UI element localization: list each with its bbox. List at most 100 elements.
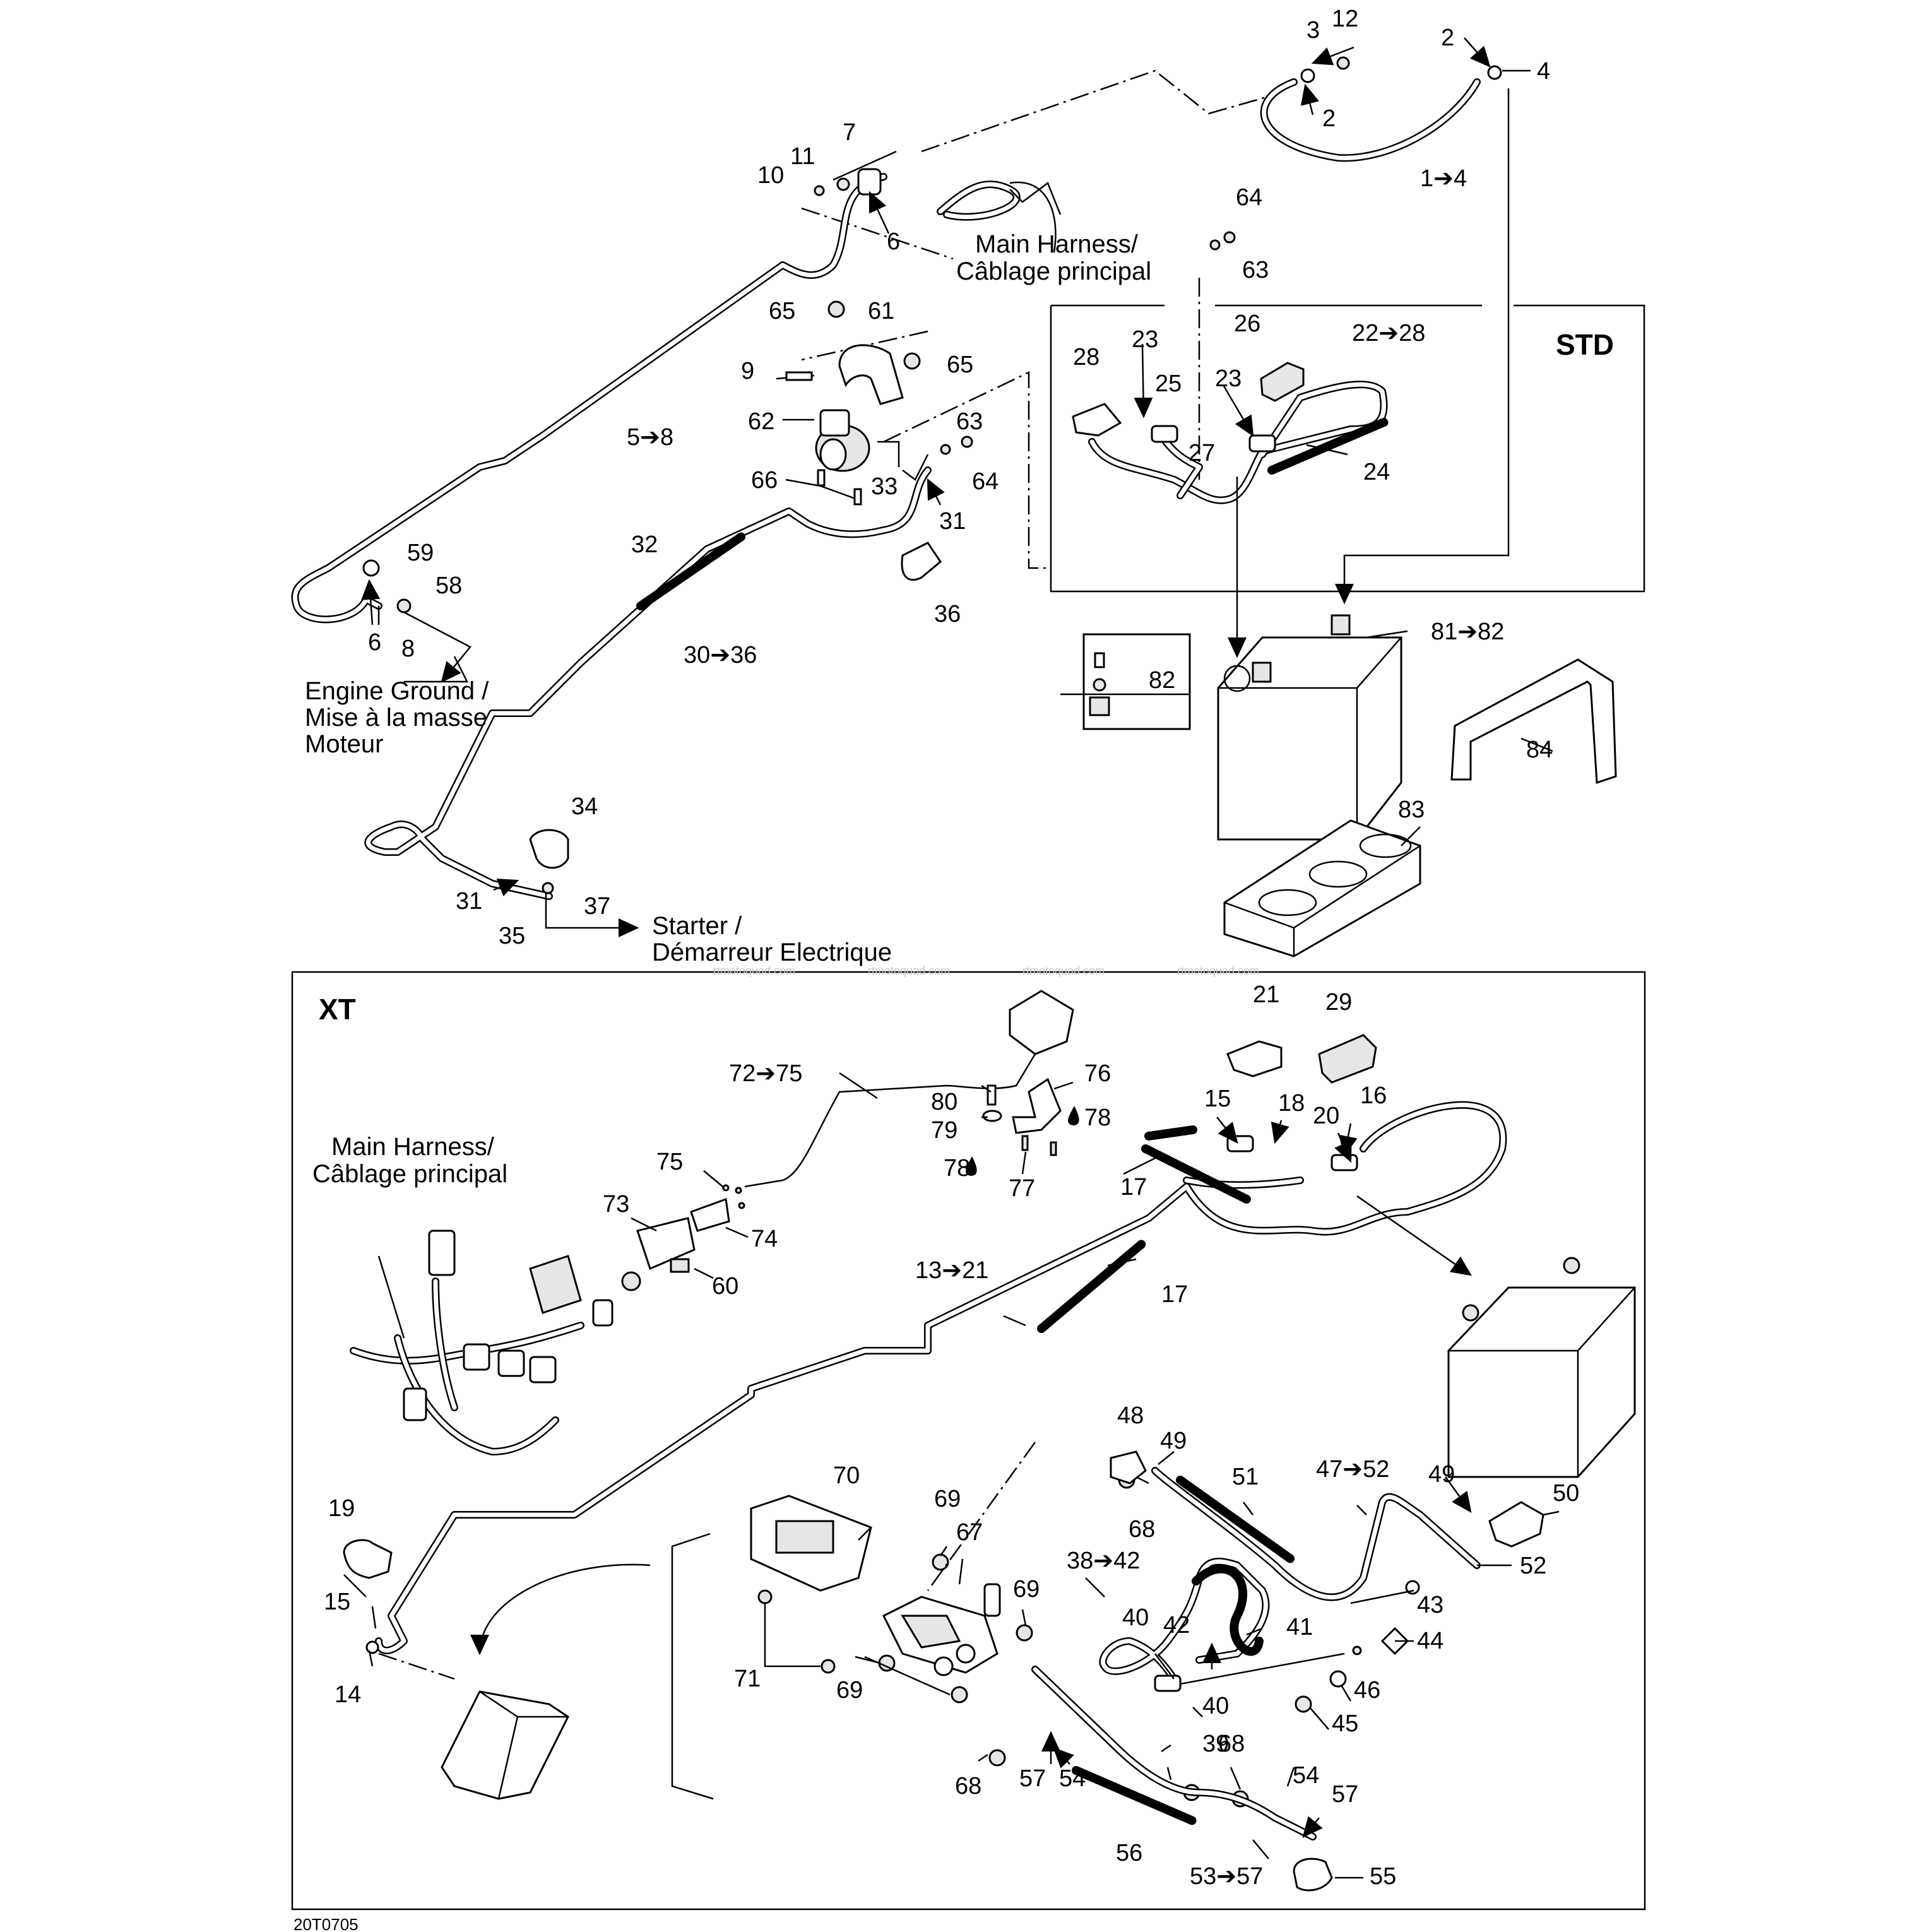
note-starter-1: Starter / xyxy=(652,912,742,940)
label-36: 36 xyxy=(934,601,961,627)
label-31: 31 xyxy=(939,508,966,535)
terminal-27 xyxy=(1248,434,1276,453)
label-13-21: 13➔21 xyxy=(915,1257,988,1284)
label-65: 65 xyxy=(769,298,795,324)
label-59: 59 xyxy=(407,540,434,566)
terminal-14 xyxy=(365,1640,379,1654)
label-6: 6 xyxy=(368,629,381,656)
label-41: 41 xyxy=(1286,1614,1313,1640)
label-9: 9 xyxy=(741,358,754,384)
label-63: 63 xyxy=(956,408,983,435)
label-49: 49 xyxy=(1160,1428,1187,1454)
bolt-9 xyxy=(785,371,813,381)
rivet-71a xyxy=(757,1589,773,1604)
label-1-4: 1➔4 xyxy=(1420,165,1467,192)
relay-72 xyxy=(1009,990,1074,1055)
label-2: 2 xyxy=(1322,105,1336,132)
note-engine-ground-2: Mise à la masse xyxy=(305,704,487,732)
label-8: 8 xyxy=(401,636,415,662)
ref-line xyxy=(883,371,1051,569)
label-54: 54 xyxy=(1293,1762,1319,1789)
bolt-82 xyxy=(1094,652,1105,668)
label-58: 58 xyxy=(436,572,462,599)
ground-cable-5-8 xyxy=(291,173,887,624)
label-5-8: 5➔8 xyxy=(627,424,673,451)
nut-64 xyxy=(961,436,973,448)
label-4: 4 xyxy=(1537,58,1550,85)
nut-69a xyxy=(932,1553,949,1571)
label-12: 12 xyxy=(1332,6,1358,32)
label-31: 31 xyxy=(456,888,482,915)
screw-77a xyxy=(1021,1135,1029,1151)
std-frame xyxy=(1050,304,1645,593)
conduit-51 xyxy=(1176,1476,1295,1563)
label-10: 10 xyxy=(757,162,784,189)
label-60: 60 xyxy=(712,1273,738,1300)
label-69: 69 xyxy=(836,1677,863,1704)
terminal-ring xyxy=(1300,68,1315,83)
tray-hole xyxy=(1258,889,1317,916)
std-title: STD xyxy=(1556,328,1614,361)
label-74: 74 xyxy=(751,1226,778,1252)
bolt-80 xyxy=(987,1084,997,1106)
label-48: 48 xyxy=(1117,1402,1144,1429)
bolt-43 xyxy=(1405,1580,1420,1595)
label-24: 24 xyxy=(1363,459,1390,485)
nut-65b xyxy=(903,352,921,370)
nut-37 xyxy=(542,882,554,894)
label-15: 15 xyxy=(324,1589,350,1615)
label-43: 43 xyxy=(1417,1592,1443,1618)
bracket-76 xyxy=(1012,1077,1062,1134)
terminal-59 xyxy=(362,559,380,577)
boot-55 xyxy=(1293,1858,1333,1892)
terminal-74 xyxy=(690,1197,730,1232)
label-46: 46 xyxy=(1354,1677,1380,1704)
std-section: STD xyxy=(291,37,1645,957)
label-20: 20 xyxy=(1313,1103,1339,1129)
part-number-labels: 1➔4 2 2 3 12 4 6 6 7 8 9 10 11 5➔8 22➔28… xyxy=(324,6,1579,1890)
washer-10 xyxy=(814,185,825,196)
label-27: 27 xyxy=(1188,440,1215,466)
washer-8 xyxy=(396,598,412,613)
screw-77b xyxy=(1050,1141,1057,1156)
nut-82 xyxy=(1089,696,1110,716)
label-40: 40 xyxy=(1122,1604,1149,1631)
label-78: 78 xyxy=(944,1155,970,1182)
label-75: 75 xyxy=(656,1149,683,1175)
label-80: 80 xyxy=(931,1089,957,1115)
label-76: 76 xyxy=(1084,1060,1111,1087)
label-82: 82 xyxy=(1149,667,1175,694)
label-29: 29 xyxy=(1325,989,1352,1016)
label-78: 78 xyxy=(1084,1105,1111,1131)
label-40: 40 xyxy=(1202,1693,1229,1719)
terminal-20 xyxy=(1330,1154,1358,1171)
label-67: 67 xyxy=(956,1519,983,1546)
main-harness-xt xyxy=(350,1230,613,1455)
label-6: 6 xyxy=(887,228,900,255)
watermark: rtmotoquad.com xyxy=(868,964,950,977)
conduit-17b xyxy=(1037,1239,1147,1333)
module-ghost xyxy=(441,1690,569,1800)
boot-26 xyxy=(1260,362,1305,402)
label-23: 23 xyxy=(1215,365,1242,392)
boot-29 xyxy=(1318,1034,1377,1084)
note-engine-ground-3: Moteur xyxy=(305,730,384,758)
drawing-code: 20T0705 xyxy=(293,1915,359,1932)
label-69: 69 xyxy=(934,1486,961,1512)
label-70: 70 xyxy=(833,1462,860,1489)
label-81-82: 81➔82 xyxy=(1431,619,1504,645)
label-73: 73 xyxy=(603,1191,629,1218)
conduit-17a xyxy=(1141,1144,1251,1204)
label-18: 18 xyxy=(1278,1090,1305,1117)
label-26: 26 xyxy=(1234,311,1260,337)
nut-64-top xyxy=(1223,231,1236,244)
label-32: 32 xyxy=(631,531,658,558)
label-83: 83 xyxy=(1398,797,1425,823)
label-7: 7 xyxy=(843,119,856,146)
tray-hole xyxy=(1308,860,1368,888)
terminal-7 xyxy=(857,168,882,196)
label-64: 64 xyxy=(972,468,999,495)
label-33: 33 xyxy=(871,473,898,500)
label-72-75: 72➔75 xyxy=(729,1060,802,1087)
